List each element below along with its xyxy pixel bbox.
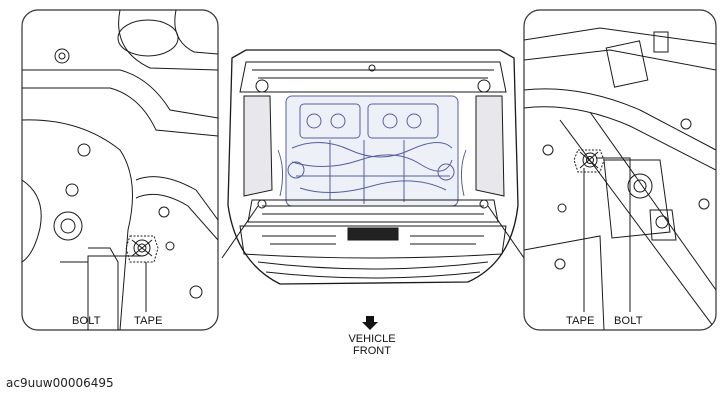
vehicle-front-line2: FRONT: [353, 345, 391, 357]
left-tape-label: TAPE: [134, 315, 163, 327]
left-detail-panel: [21, 9, 219, 331]
right-detail-panel: [523, 9, 717, 331]
vehicle-front-label: VEHICLE FRONT: [336, 333, 408, 357]
engine-bay-view: [221, 49, 525, 285]
right-bolt-with-tape: [573, 149, 605, 173]
right-bolt-label: BOLT: [614, 315, 643, 327]
left-bolt-label: BOLT: [72, 315, 101, 327]
engine-block: [277, 95, 467, 207]
vehicle-front-arrow: [362, 316, 378, 330]
figure-id: ac9uuw00006495: [6, 376, 114, 390]
vehicle-front-line1: VEHICLE: [348, 333, 396, 345]
right-tape-label: TAPE: [566, 315, 595, 327]
